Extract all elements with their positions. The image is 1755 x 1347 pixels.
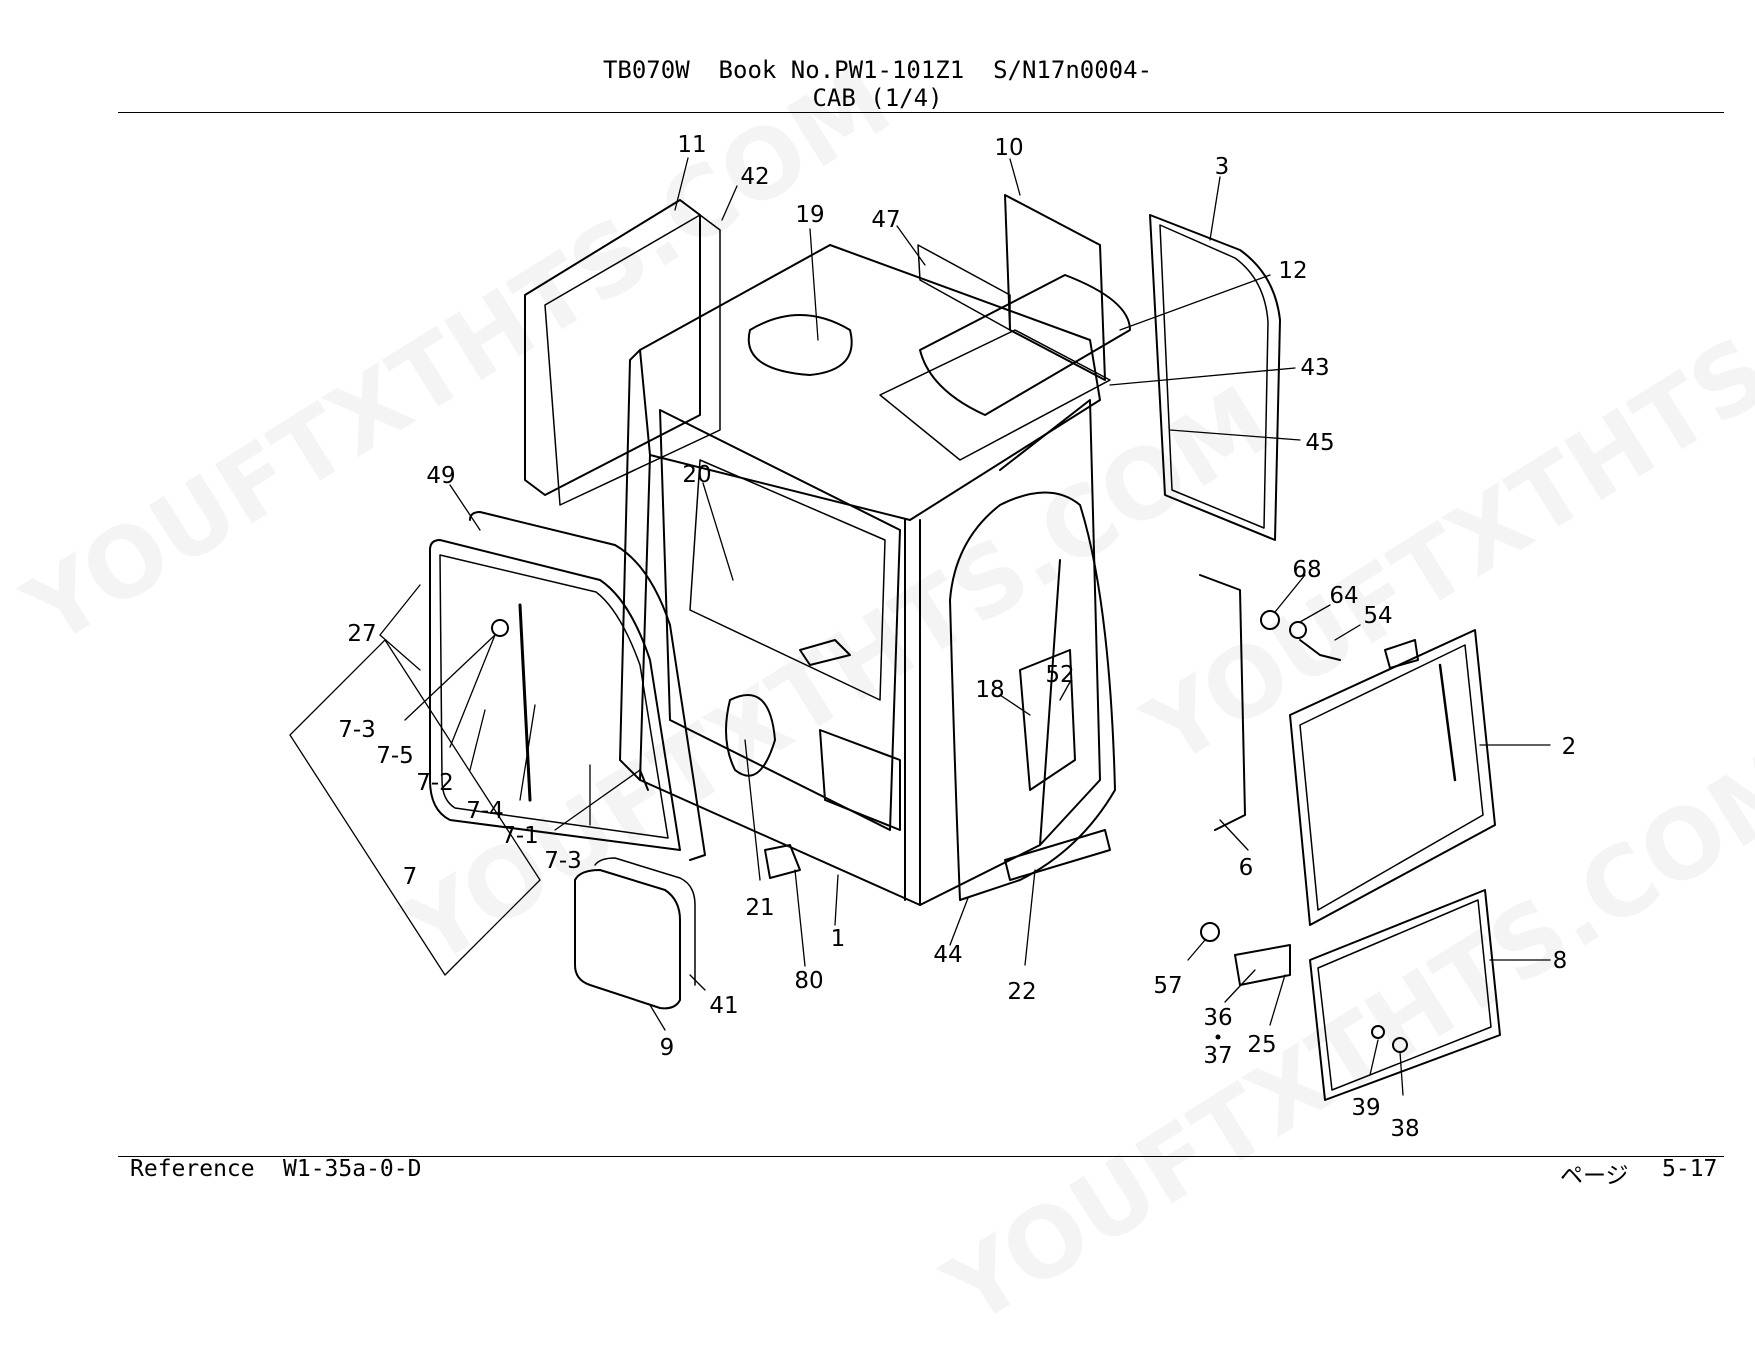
cab-exploded-diagram: 11 42 19 47 10 3 12 43 45 20 49 68 64 54… — [289, 132, 1576, 1142]
grab-handle — [764, 844, 801, 879]
callout: 68 — [1292, 557, 1321, 583]
callout: 36 — [1203, 1005, 1232, 1031]
right-side-seal — [1159, 224, 1269, 529]
callout: 44 — [933, 942, 962, 968]
callout: 21 — [745, 895, 774, 921]
callout: 12 — [1278, 258, 1307, 284]
callout: 52 — [1045, 662, 1074, 688]
callout: 7-3 — [338, 717, 376, 743]
latch-bolt — [1200, 922, 1220, 942]
header-section-title: CAB (1/4) — [812, 84, 943, 112]
callout: 8 — [1553, 948, 1568, 974]
cab-frame — [619, 244, 1101, 906]
callout: 7-4 — [466, 798, 504, 824]
callout: 25 — [1247, 1032, 1276, 1058]
callout: 7-3 — [544, 848, 582, 874]
callout: 11 — [677, 132, 706, 158]
side-window — [429, 511, 706, 861]
callout: 38 — [1390, 1116, 1419, 1142]
callout: 80 — [794, 968, 823, 994]
callout: 7 — [403, 864, 418, 890]
callout: 47 — [871, 207, 900, 233]
rear-left-window — [524, 199, 701, 496]
callout: 19 — [795, 202, 824, 228]
callout: 2 — [1562, 734, 1577, 760]
bolt — [1299, 639, 1341, 661]
callout: 42 — [740, 164, 769, 190]
callout: 10 — [994, 135, 1023, 161]
callout: 7-2 — [416, 770, 454, 796]
callout: 27 — [347, 621, 376, 647]
rear-left-seal — [544, 214, 721, 506]
callout: 6 — [1239, 855, 1254, 881]
front-window — [1289, 629, 1496, 926]
right-side-window — [1149, 214, 1281, 541]
weather-strip — [1004, 829, 1111, 881]
footer-page-label: ページ — [1560, 1163, 1629, 1189]
callout: 39 — [1351, 1095, 1380, 1121]
callout: 22 — [1007, 979, 1036, 1005]
roof-window — [919, 274, 1131, 416]
roof-seal — [879, 329, 1111, 461]
header-rule — [118, 112, 1724, 113]
washer — [1260, 610, 1280, 630]
callout: 7-5 — [376, 743, 414, 769]
small-window-seal — [594, 857, 696, 986]
footer-reference-code: W1-35a-0-D — [283, 1156, 422, 1182]
callout: 57 — [1153, 973, 1182, 999]
callout: 7-1 — [501, 823, 539, 849]
footer-rule — [118, 1156, 1724, 1157]
callout: 18 — [975, 677, 1004, 703]
leader-lines — [379, 157, 1551, 1096]
lower-front-glass — [1309, 889, 1501, 1101]
callout: 43 — [1300, 355, 1329, 381]
callout: 1 — [831, 926, 846, 952]
bracket-part-7 — [289, 639, 541, 976]
rear-seal — [917, 244, 1011, 331]
door-seal — [949, 491, 1116, 901]
lock-washer — [1289, 621, 1307, 639]
callout: 45 — [1305, 430, 1334, 456]
callout: 64 — [1329, 583, 1358, 609]
small-window — [574, 869, 681, 1010]
latch-plate — [1234, 944, 1291, 986]
rear-right-window — [1004, 194, 1106, 381]
callout: 41 — [709, 993, 738, 1019]
callout: 9 — [660, 1035, 675, 1061]
callout: 37 — [1203, 1043, 1232, 1069]
callout: 49 — [426, 463, 455, 489]
callout: 54 — [1363, 603, 1392, 629]
callout: 20 — [682, 462, 711, 488]
footer-reference-label: Reference — [130, 1156, 255, 1182]
footer-page-number: 5-17 — [1662, 1156, 1718, 1182]
callout-labels: 11 42 19 47 10 3 12 43 45 20 49 68 64 54… — [338, 132, 1576, 1142]
header-model-book-serial: TB070W Book No.PW1-101Z1 S/N17n0004- — [602, 56, 1153, 84]
door-stay — [1199, 574, 1246, 831]
callout: 3 — [1215, 154, 1230, 180]
